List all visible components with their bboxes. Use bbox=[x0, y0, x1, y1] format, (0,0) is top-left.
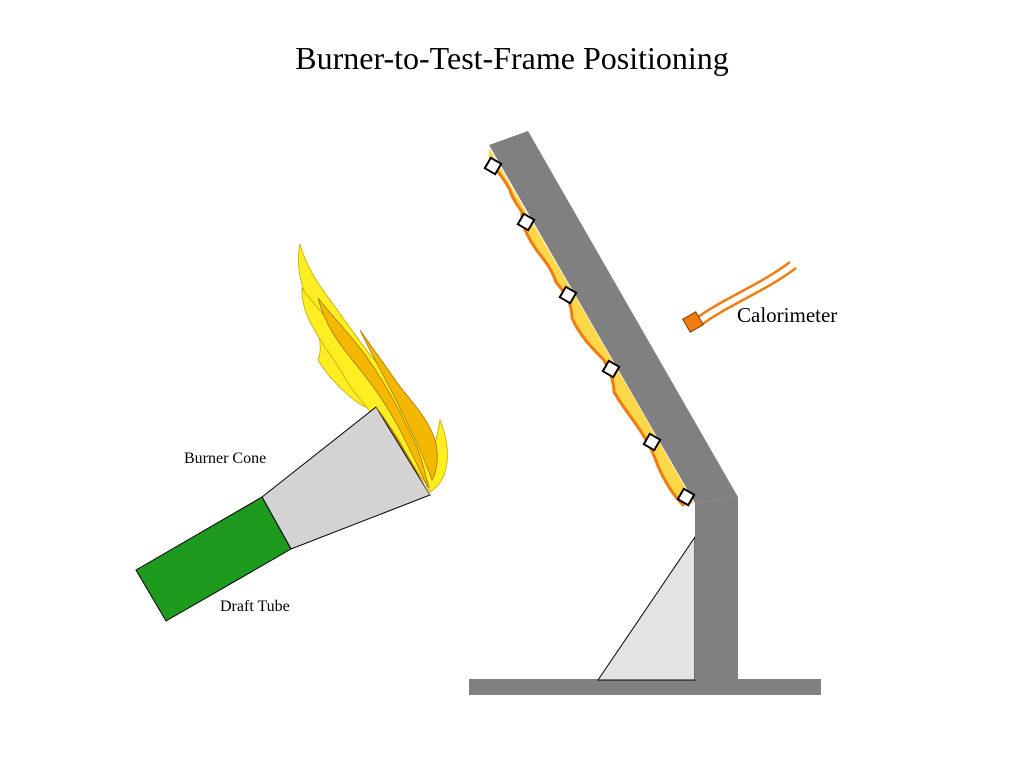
burner-cone-label: Burner Cone bbox=[184, 450, 267, 467]
specimen-clip-icon bbox=[516, 212, 536, 232]
frame-base-plate bbox=[469, 679, 821, 695]
specimen-clip-icon bbox=[642, 432, 662, 452]
specimen-strip bbox=[489, 148, 694, 506]
calorimeter-sensor-icon bbox=[682, 311, 704, 333]
calorimeter-lead bbox=[693, 261, 791, 321]
specimen-clip-icon bbox=[558, 285, 578, 305]
flame-icon bbox=[298, 243, 448, 493]
draft-tube bbox=[135, 496, 292, 622]
frame-support-gusset bbox=[597, 535, 696, 681]
frame-vertical-post bbox=[695, 497, 738, 680]
calorimeter-lead bbox=[699, 267, 797, 327]
specimen-clip-icon bbox=[676, 487, 696, 507]
calorimeter-label: Calorimeter bbox=[737, 303, 838, 327]
specimen-clip-icon bbox=[601, 359, 621, 379]
frame-inclined-arm bbox=[489, 131, 738, 503]
specimen-clip-icon bbox=[483, 156, 503, 176]
flame-mouth bbox=[375, 406, 431, 496]
draft-tube-label: Draft Tube bbox=[220, 598, 290, 615]
slide-title: Burner-to-Test-Frame Positioning bbox=[295, 40, 729, 76]
